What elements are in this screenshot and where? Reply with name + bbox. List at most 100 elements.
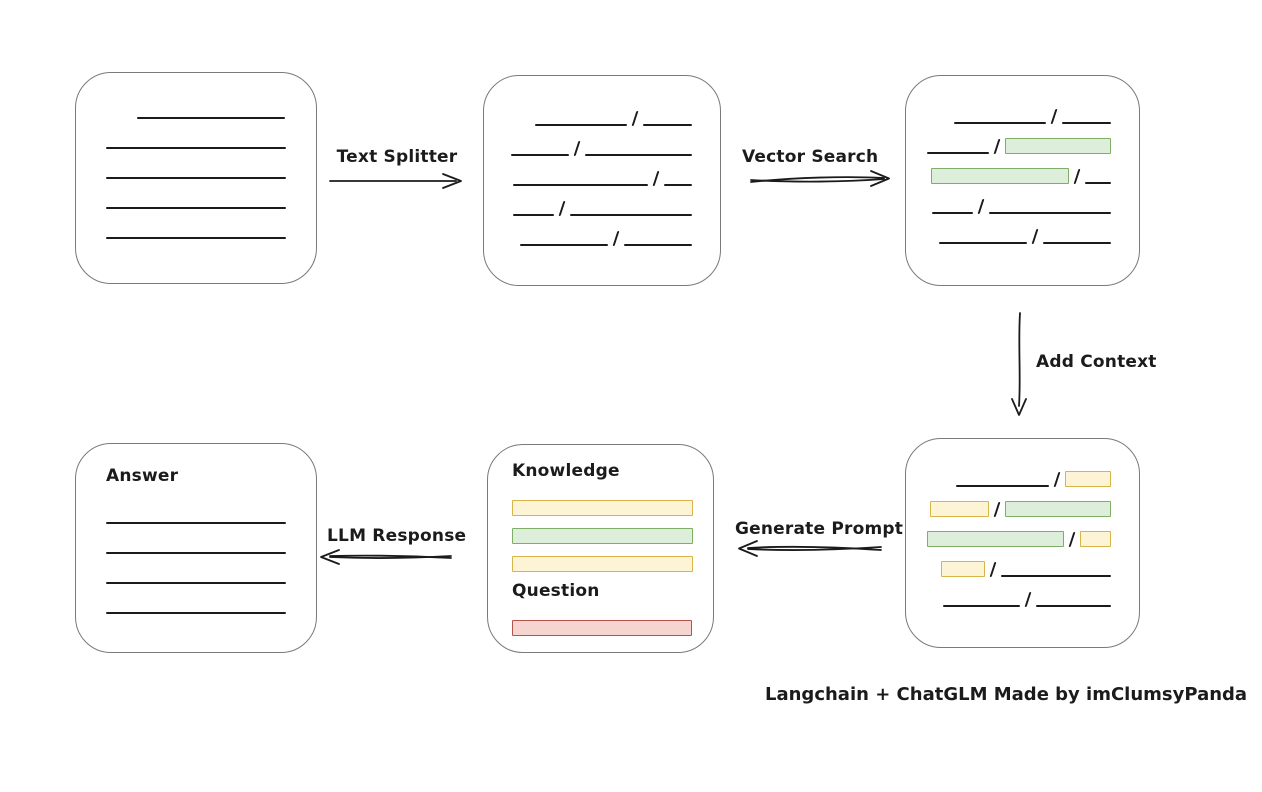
add-context-arrow (1011, 312, 1027, 416)
yellow-highlight-bar (940, 561, 985, 577)
box-row (106, 119, 316, 149)
box-row (906, 124, 1111, 154)
caption: Langchain + ChatGLM Made by imClumsyPand… (765, 684, 1248, 705)
green-highlight-bar (926, 531, 1064, 547)
chunk-separator-slash (631, 111, 639, 126)
chunk-separator-slash (558, 201, 566, 216)
source-document-box (75, 72, 317, 284)
text-line (106, 552, 286, 554)
box-row (512, 489, 713, 517)
text-line (938, 242, 1027, 244)
box-row (106, 554, 316, 584)
text-line (624, 244, 692, 246)
text-line (570, 214, 692, 216)
question-label: Question (512, 581, 600, 601)
text-line (585, 154, 692, 156)
text-line (643, 124, 692, 126)
red-highlight-bar (512, 620, 692, 636)
vector-search-arrow (750, 170, 890, 187)
green-highlight-bar (512, 528, 693, 544)
text-line (510, 154, 569, 156)
yellow-highlight-bar (512, 500, 693, 516)
chunk-separator-slash (1024, 592, 1032, 607)
box-row (512, 609, 713, 637)
box-row (906, 184, 1111, 214)
spacer (106, 118, 137, 119)
box-row (906, 457, 1111, 487)
text-line (1043, 242, 1111, 244)
text-line (106, 177, 286, 179)
box-row: Question (512, 573, 713, 609)
yellow-highlight-bar (1080, 531, 1111, 547)
answer-label: Answer (106, 466, 179, 486)
chunk-separator-slash (612, 231, 620, 246)
box-row (906, 517, 1111, 547)
box-row (106, 209, 316, 239)
box-row (906, 214, 1111, 244)
answer-box: Answer (75, 443, 317, 653)
text-line (1085, 182, 1111, 184)
text-line (953, 122, 1046, 124)
chunk-separator-slash (993, 139, 1001, 154)
text-line (942, 605, 1020, 607)
chunk-separator-slash (1053, 472, 1061, 487)
text-line (106, 207, 286, 209)
green-highlight-bar (1005, 501, 1111, 517)
box-row (906, 577, 1111, 607)
text-line (534, 124, 627, 126)
text-line (106, 522, 286, 524)
box-row (484, 126, 692, 156)
chunk-separator-slash (573, 141, 581, 156)
add-context-label: Add Context (1036, 352, 1157, 372)
text-line (955, 485, 1049, 487)
box-row (906, 547, 1111, 577)
yellow-highlight-bar (929, 501, 989, 517)
text-line (926, 152, 989, 154)
text-splitter-label: Text Splitter (336, 147, 458, 167)
text-line (106, 237, 286, 239)
chunk-separator-slash (977, 199, 985, 214)
box-row (512, 517, 713, 545)
chunk-separator-slash (1050, 109, 1058, 124)
text-line (1036, 605, 1111, 607)
box-row (484, 156, 692, 186)
box-row (484, 216, 692, 246)
box-row (106, 584, 316, 614)
chunk-separator-slash (1068, 532, 1076, 547)
vector-search-results-box (905, 75, 1140, 286)
text-line (512, 184, 648, 186)
llm-response-arrow (320, 549, 452, 565)
chunk-separator-slash (652, 171, 660, 186)
chunk-separator-slash (1031, 229, 1039, 244)
box-row: Knowledge (512, 453, 713, 489)
box-row (106, 149, 316, 179)
text-line (1001, 575, 1111, 577)
text-line (931, 212, 973, 214)
green-highlight-bar (1005, 138, 1111, 154)
text-line (137, 117, 285, 119)
context-chunks-box (905, 438, 1140, 648)
text-splitter-arrow (329, 173, 462, 189)
box-row (106, 89, 316, 119)
box-row (484, 186, 692, 216)
text-line (519, 244, 608, 246)
yellow-highlight-bar (1065, 471, 1111, 487)
split-chunks-box (483, 75, 721, 286)
text-line (106, 582, 286, 584)
text-line (106, 147, 286, 149)
green-highlight-bar (930, 168, 1069, 184)
chunk-separator-slash (1073, 169, 1081, 184)
text-line (989, 212, 1111, 214)
chunk-separator-slash (993, 502, 1001, 517)
text-line (512, 214, 554, 216)
vector-search-label: Vector Search (742, 147, 879, 167)
yellow-highlight-bar (512, 556, 693, 572)
box-row (106, 494, 316, 524)
box-row (484, 96, 692, 126)
box-row (106, 179, 316, 209)
text-line (664, 184, 692, 186)
box-row (906, 94, 1111, 124)
knowledge-label: Knowledge (512, 461, 620, 481)
